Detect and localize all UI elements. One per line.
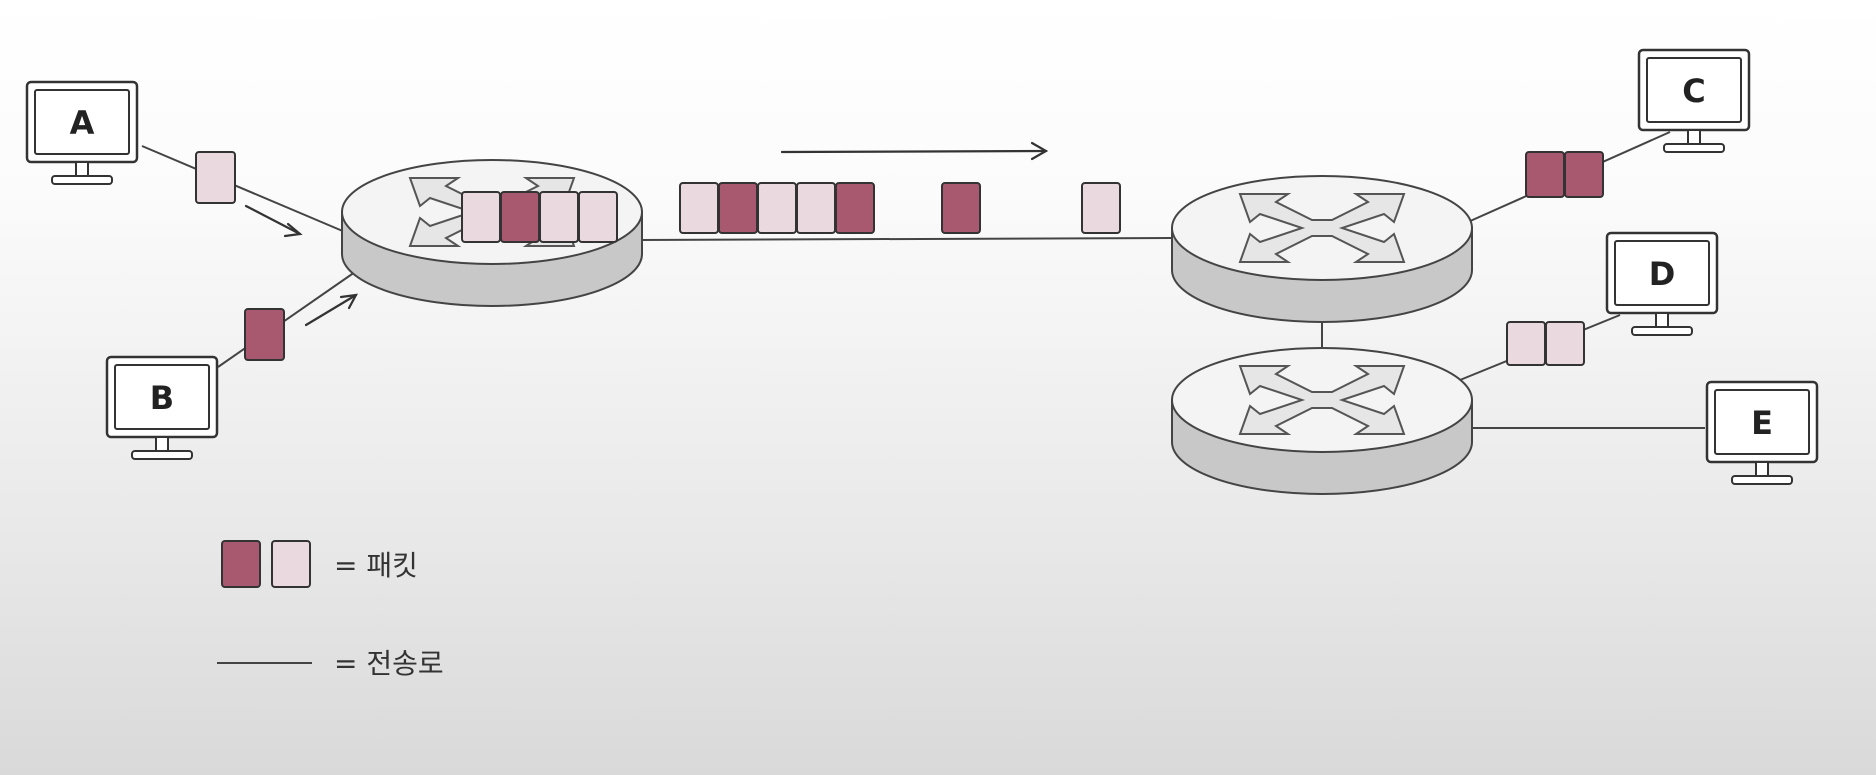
packet-icon <box>539 191 579 243</box>
host-b: B <box>105 355 219 461</box>
packet-icon <box>221 540 261 588</box>
host-d: D <box>1605 231 1719 337</box>
line-b-router1 <box>217 271 356 368</box>
line-router1-router2 <box>639 237 1173 241</box>
packet-icon <box>271 540 311 588</box>
packet-icon <box>796 182 836 234</box>
packet-icon <box>461 191 501 243</box>
arrow-icon <box>304 293 358 327</box>
host-d-label: D <box>1649 255 1676 293</box>
packet-icon <box>578 191 618 243</box>
packet-icon <box>500 191 540 243</box>
packet-icon <box>1545 321 1585 366</box>
router-icon <box>1171 347 1473 495</box>
packet-icon <box>757 182 797 234</box>
host-a: A <box>25 80 139 186</box>
packets <box>195 151 1604 366</box>
packet-icon <box>941 182 981 234</box>
packet-icon <box>1506 321 1546 366</box>
arrow-icon <box>244 204 303 238</box>
host-b-label: B <box>150 379 174 417</box>
arrows <box>244 141 1049 327</box>
packet-icon <box>835 182 875 234</box>
legend: = 패킷 = 전송로 <box>217 540 444 680</box>
legend-packet-text: = 패킷 <box>334 549 418 582</box>
host-e-label: E <box>1751 404 1773 442</box>
packet-icon <box>1564 151 1604 198</box>
legend-line-text: = 전송로 <box>334 647 444 680</box>
line-a-router1 <box>141 145 346 233</box>
host-e: E <box>1705 380 1819 486</box>
packet-icon <box>244 308 285 361</box>
arrow-icon <box>780 141 1049 161</box>
host-c: C <box>1637 48 1751 154</box>
packet-icon <box>679 182 719 234</box>
packet-icon <box>1525 151 1565 198</box>
packet-icon <box>195 151 236 204</box>
packet-icon <box>718 182 758 234</box>
host-a-label: A <box>70 104 95 142</box>
host-c-label: C <box>1682 72 1705 110</box>
router-icon <box>1171 175 1473 323</box>
packet-icon <box>1081 182 1121 234</box>
